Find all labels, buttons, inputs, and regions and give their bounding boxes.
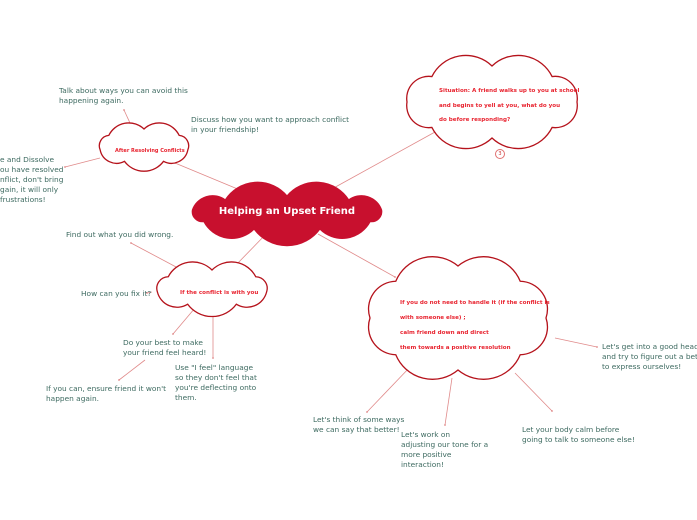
connector-line [366,365,412,413]
note-line: Let's get into a good headsp [602,342,697,351]
note-line: How can you fix it? [81,289,152,298]
note-line: Let's think of some ways [313,415,405,424]
connector-line [130,242,179,269]
connector-dot [146,292,148,294]
central-topic-cloud[interactable] [191,181,383,247]
note-line: going to talk to someone else! [522,435,635,444]
connector-line [514,372,553,412]
connector-dot [172,333,174,335]
after-resolving-topic[interactable]: After Resolving Conflicts [115,148,185,154]
connector-line [118,359,146,381]
connector-line [123,109,131,124]
connector-dot [64,166,66,168]
note-line: them. [175,393,197,402]
connector-dot [123,109,125,111]
note-line: Use "I feel" language [175,363,253,372]
note-line: gain, it will only [0,185,59,194]
note-line: Do your best to make [123,338,203,347]
note-line: Discuss how you want to approach conflic… [191,115,350,124]
note-line: Find out what you did wrong. [66,230,174,239]
connector-line [317,233,396,278]
if-with-you-topic[interactable]: If the conflict is with you [180,290,259,296]
connector-line [329,131,436,191]
note-line: nflict, don't bring [0,175,64,184]
note-line: in your friendship! [191,125,259,134]
connector-dot [130,242,132,244]
connector-line [172,307,196,335]
note-line: so they don't feel that [175,373,257,382]
connector-dot [212,357,214,359]
connector-line [444,377,453,426]
note-line: we can say that better! [313,425,400,434]
note-line: adjusting our tone for a [401,440,489,449]
note-line: Talk about ways you can avoid this [59,86,188,95]
note-line: more positive [401,450,452,459]
if-with-you-cloud[interactable] [156,261,268,318]
connector-line [174,162,241,191]
note-line: to express ourselves! [602,362,682,371]
if-not-topic[interactable]: If you do not need to handle it (if the … [400,300,550,351]
note-line: happening again. [59,96,124,105]
connector-dot [118,379,120,381]
connector-dot [596,346,598,348]
after-resolving-cloud[interactable] [98,122,190,172]
connector-dot [394,276,396,278]
situation-topic[interactable]: Situation: A friend walks up to you at s… [439,88,579,132]
note-discuss-approach[interactable]: Discuss how you want to approach conflic… [191,115,349,135]
situation-cloud[interactable] [406,54,578,150]
note-line: happen again. [46,394,100,403]
connector-dot [551,410,553,412]
note-line: ou have resolved [0,165,64,174]
situation-line: do before responding? [439,117,511,123]
central-topic-label[interactable]: Helping an Upset Friend [218,206,356,217]
note-fix-it[interactable]: How can you fix it? [81,289,151,299]
note-line: If you can, ensure friend it won't [46,384,167,393]
situation-line: Situation: A friend walks up to you at s… [439,88,580,94]
note-line: and try to figure out a better [602,352,697,361]
connector-dot [366,411,368,413]
note-line: frustrations! [0,195,46,204]
note-line: Let's work on [401,430,451,439]
connector-line [64,157,101,168]
note-line: e and Dissolve [0,155,55,164]
connector-dot [444,424,446,426]
note-line: your friend feel heard! [123,348,207,357]
connector-line [554,337,598,348]
situation-line: and begins to yell at you, what do you [439,102,561,109]
note-line: interaction! [401,460,444,469]
collapsed-count-badge[interactable]: 3 [495,149,505,159]
if-not-cloud[interactable] [367,256,549,380]
note-line: you're deflecting onto [175,383,257,392]
note-line: Let your body calm before [522,425,620,434]
note-find-out[interactable]: Find out what you did wrong. [66,230,173,240]
